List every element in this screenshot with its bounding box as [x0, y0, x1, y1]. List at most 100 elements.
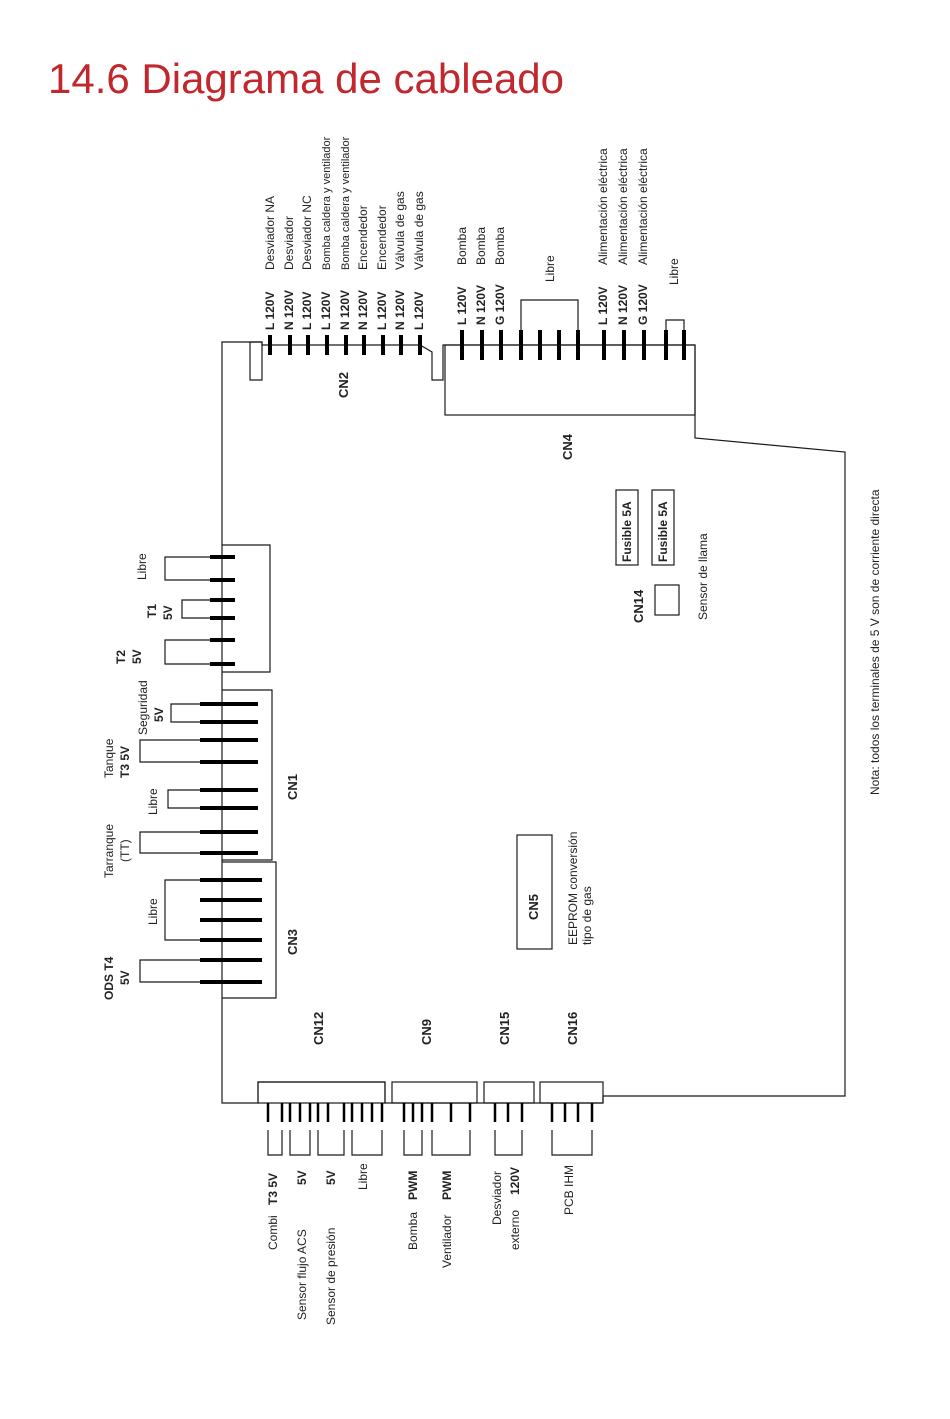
- cn2-desc-label: Bomba caldera y ventilador: [321, 136, 333, 270]
- bracket-seg: [170, 703, 205, 723]
- bracket-libre-cn1: [167, 789, 205, 809]
- t1-voltage: 5V: [161, 605, 175, 620]
- desviador-label-1: Desviador: [490, 1170, 504, 1225]
- cn2-name: CN2: [336, 371, 351, 398]
- bracket-pcb: [551, 1130, 593, 1156]
- cn4-desc-label: Alimentación eléctrica: [616, 148, 630, 265]
- cn15-box: [483, 1081, 535, 1104]
- ventilador-voltage: PWM: [440, 1170, 454, 1200]
- cn12-name: CN12: [311, 1011, 326, 1045]
- pcb-ihm-label: PCB IHM: [562, 1164, 576, 1215]
- desviador-label-2: externo: [508, 1209, 522, 1250]
- cn4-desc-label: Alimentación eléctrica: [596, 148, 610, 265]
- bracket-vent: [431, 1130, 471, 1156]
- cn1-box: [222, 689, 273, 861]
- cn9-name: CN9: [419, 1018, 434, 1045]
- cn2-voltage-label: N 120V: [393, 289, 407, 330]
- cn16-box: [539, 1081, 604, 1104]
- desviador-voltage: 120V: [508, 1166, 522, 1195]
- libre-top-label: Libre: [135, 553, 149, 580]
- acs-label: Sensor flujo ACS: [295, 1229, 309, 1320]
- ventilador-label: Ventilador: [440, 1214, 454, 1268]
- cn4-voltage-label: G 120V: [493, 284, 507, 325]
- t-header-box: [222, 544, 271, 673]
- bracket-libre-cn3: [164, 879, 205, 941]
- bracket-libre-top: [164, 556, 210, 581]
- libre-cn3-label: Libre: [146, 898, 160, 925]
- bracket-desv: [494, 1130, 523, 1156]
- cn2-notch: [249, 341, 263, 381]
- cn12-box: [257, 1081, 386, 1104]
- t2-voltage: 5V: [130, 649, 144, 664]
- bracket-t2: [164, 639, 210, 665]
- cn4-desc-label: Alimentación eléctrica: [636, 148, 650, 265]
- fuse-1-label: Fusible 5A: [620, 501, 634, 562]
- bracket-acs: [289, 1130, 311, 1156]
- cn4-libre-bracket-2: [665, 319, 685, 330]
- t2-label: T2: [114, 649, 128, 664]
- combi-label: Combi: [266, 1215, 280, 1250]
- ods-label: ODS T4: [102, 956, 116, 1000]
- tanque-voltage: T3 5V: [118, 745, 132, 778]
- cn4-desc-label: Bomba: [455, 226, 469, 265]
- cn5-chip: [516, 834, 553, 950]
- libre-cn1-label: Libre: [146, 788, 160, 815]
- bracket-tt: [139, 831, 205, 854]
- bracket-libre-bottom: [351, 1130, 383, 1156]
- cn4-voltage-label: N 120V: [474, 284, 488, 325]
- presion-voltage: 5V: [324, 1170, 338, 1185]
- cn4-libre-label: Libre: [667, 258, 681, 285]
- bomba-label: Bomba: [406, 1211, 420, 1250]
- cn2-voltage-label: L 120V: [263, 291, 277, 330]
- cn4-box: [444, 344, 696, 416]
- bracket-presion: [317, 1130, 345, 1156]
- footnote: Nota: todos los terminales de 5 V son de…: [868, 489, 882, 796]
- cn4-voltage-label: N 120V: [616, 284, 630, 325]
- fuse-2-label: Fusible 5A: [656, 501, 670, 562]
- cn5-name: CN5: [526, 893, 541, 920]
- eeprom-label-1: EEPROM conversión: [566, 831, 580, 945]
- cn2-desc-label: Válvula de gas: [393, 191, 407, 270]
- cn16-name: CN16: [565, 1011, 580, 1045]
- seguridad-voltage: 5V: [152, 707, 166, 722]
- cn3-name: CN3: [285, 928, 300, 955]
- bomba-voltage: PWM: [406, 1170, 420, 1200]
- bracket-combi: [267, 1130, 283, 1156]
- cn2-desc-label: Desviador NA: [263, 195, 277, 270]
- tarranque-label: Tarranque: [102, 823, 116, 878]
- cn2-voltage-label: N 120V: [356, 289, 370, 330]
- eeprom-label-2: tipo de gas: [580, 886, 594, 945]
- cn2-desc-label: Desviador: [282, 215, 296, 270]
- cn2-voltage-label: L 120V: [319, 291, 333, 330]
- bracket-tanque: [139, 739, 205, 763]
- cn4-libre-bracket: [520, 299, 579, 330]
- cn3-box: [222, 861, 277, 999]
- presion-label: Sensor de presión: [324, 1227, 338, 1325]
- cn14-name: CN14: [631, 589, 646, 623]
- cn2-voltage-label: L 120V: [412, 291, 426, 330]
- cn4-desc-label: Bomba: [474, 226, 488, 265]
- fuse-2: [651, 489, 675, 566]
- cn4-desc-label: Bomba: [493, 226, 507, 265]
- ods-voltage: 5V: [118, 970, 132, 985]
- cn1-name: CN1: [285, 773, 300, 800]
- cn4-voltage-label: L 120V: [455, 286, 469, 325]
- page-title: 14.6 Diagrama de cableado: [48, 55, 565, 102]
- tanque-label: Tanque: [102, 738, 116, 778]
- board-outline: [221, 341, 846, 1104]
- cn2-desc-label: Desviador NC: [300, 195, 314, 270]
- acs-voltage: 5V: [295, 1170, 309, 1185]
- cn2-desc-label: Válvula de gas: [412, 191, 426, 270]
- cn14-box: [654, 584, 680, 616]
- cn4-voltage-label: G 120V: [636, 284, 650, 325]
- cn4-libre-label: Libre: [543, 255, 557, 282]
- t1-label: T1: [145, 603, 159, 618]
- cn2-voltage-label: L 120V: [300, 291, 314, 330]
- cn2-desc-label: Encendedor: [375, 205, 389, 270]
- cn9-box: [391, 1081, 478, 1104]
- cn4-name: CN4: [560, 433, 575, 460]
- cn2-desc-label: Encendedor: [356, 205, 370, 270]
- seguridad-label: Seguridad: [136, 680, 150, 735]
- cn2-voltage-label: N 120V: [338, 289, 352, 330]
